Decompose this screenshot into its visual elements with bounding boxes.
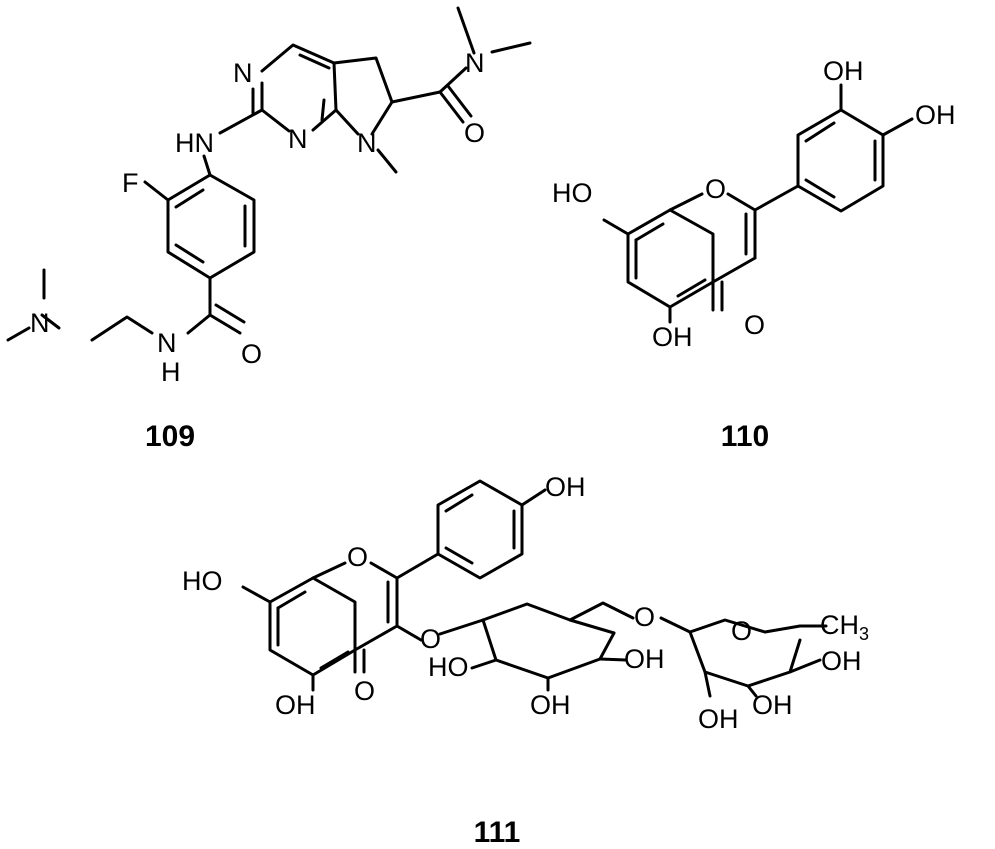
compound-label-109: 109 [145,420,195,453]
atom-label: O [744,310,765,340]
atom-label: N [233,58,253,88]
compound-109: N N N N O HN F N N H O 109 [6,6,532,453]
compound-110: OH OH HO O OH O 110 [552,56,956,453]
atom-label: HN [175,128,214,158]
atom-label: HO [182,566,223,596]
atom-label: OH [823,56,864,86]
compound-110-atom-labels: OH OH HO O OH O [552,56,956,352]
atom-label: O [464,118,485,148]
atom-label: CH3 [820,610,869,644]
atom-label: O [420,624,441,654]
atom-label: N [465,48,485,78]
atom-label: N [157,328,177,358]
compound-label-110: 110 [721,420,769,453]
atom-label: O [241,339,262,369]
atom-label: F [122,168,139,198]
atom-label: H [161,357,181,387]
atom-label: OH [698,704,739,734]
atom-label: HO [552,178,593,208]
atom-label: OH [530,690,571,720]
compound-111-bonds [241,479,828,698]
atom-label: O [634,602,655,632]
compound-109-atom-labels: N N N N O HN F N N H O [30,48,485,387]
atom-label: OH [752,690,793,720]
atom-label: O [347,542,368,572]
atom-label: N [288,124,308,154]
compound-111-atom-labels: OH HO O O O O CH3 OH HO OH OH OH O OH OH [182,472,869,734]
atom-label: OH [915,100,956,130]
atom-label: OH [821,646,862,676]
atom-label: OH [545,472,586,502]
ch3-subscript: 3 [859,624,869,644]
atom-label: OH [652,322,693,352]
ch-group: CH [820,610,859,640]
atom-label: O [705,174,726,204]
compound-109-bonds [6,6,532,342]
atom-label: OH [624,644,665,674]
atom-label: N [357,128,377,158]
atom-label: HO [428,652,469,682]
atom-label: N [30,308,50,338]
compound-110-bonds [602,83,914,324]
atom-label: OH [275,690,316,720]
compound-label-111: 111 [474,816,521,849]
compound-111: OH HO O O O O CH3 OH HO OH OH OH O OH OH… [182,472,869,849]
atom-label: O [731,616,752,646]
atom-label: O [354,676,375,706]
